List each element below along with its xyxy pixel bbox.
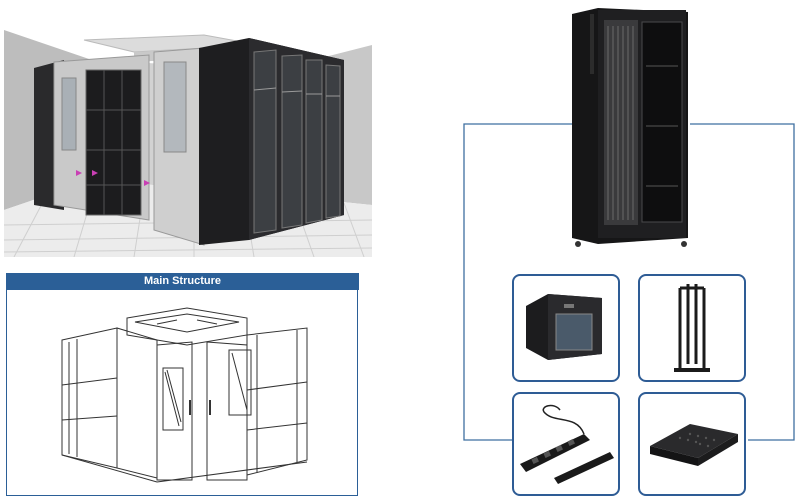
rack-shelf-card xyxy=(638,392,746,496)
main-structure-title: Main Structure xyxy=(6,273,359,290)
main-structure-drawing xyxy=(61,307,308,483)
aisle-containment-render xyxy=(4,30,372,257)
open-frame-rack-icon xyxy=(674,284,710,372)
rack-shelf-icon xyxy=(650,424,738,466)
server-rack-cabinet xyxy=(568,6,690,250)
open-frame-rack-card xyxy=(638,274,746,382)
power-distribution-unit-card xyxy=(512,392,620,496)
power-strip-icon xyxy=(520,404,614,484)
wall-mount-cabinet-icon xyxy=(526,294,602,360)
main-structure-panel xyxy=(6,290,358,496)
wall-mount-cabinet-card xyxy=(512,274,620,382)
